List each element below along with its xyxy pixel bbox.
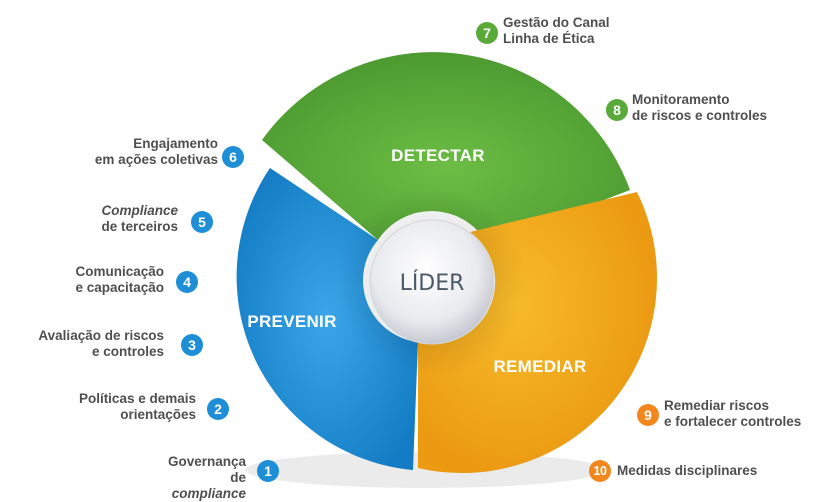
item-2-badge: 2 <box>207 398 229 420</box>
segment-label-remediar: REMEDIAR <box>493 357 586 376</box>
compliance-word: compliance <box>171 486 246 501</box>
segment-label-prevenir: PREVENIR <box>247 312 336 331</box>
item-3-badge: 3 <box>181 334 203 356</box>
segment-remediar[interactable] <box>418 192 658 474</box>
item-6-badge: 6 <box>222 146 244 168</box>
item-1-badge: 1 <box>257 460 279 482</box>
segment-label-detectar: DETECTAR <box>391 146 485 165</box>
item-10-label: Medidas disciplinares <box>617 463 758 478</box>
item-10-badge: 10 <box>589 460 611 482</box>
item-9-badge: 9 <box>637 404 659 426</box>
item-7-badge: 7 <box>476 22 498 44</box>
center-button[interactable] <box>369 219 495 345</box>
item-4-badge: 4 <box>176 271 198 293</box>
item-8-badge: 8 <box>606 99 628 121</box>
item-5-badge: 5 <box>191 211 213 233</box>
segment-detectar[interactable] <box>262 52 630 245</box>
center-label: LÍDER <box>400 270 465 296</box>
